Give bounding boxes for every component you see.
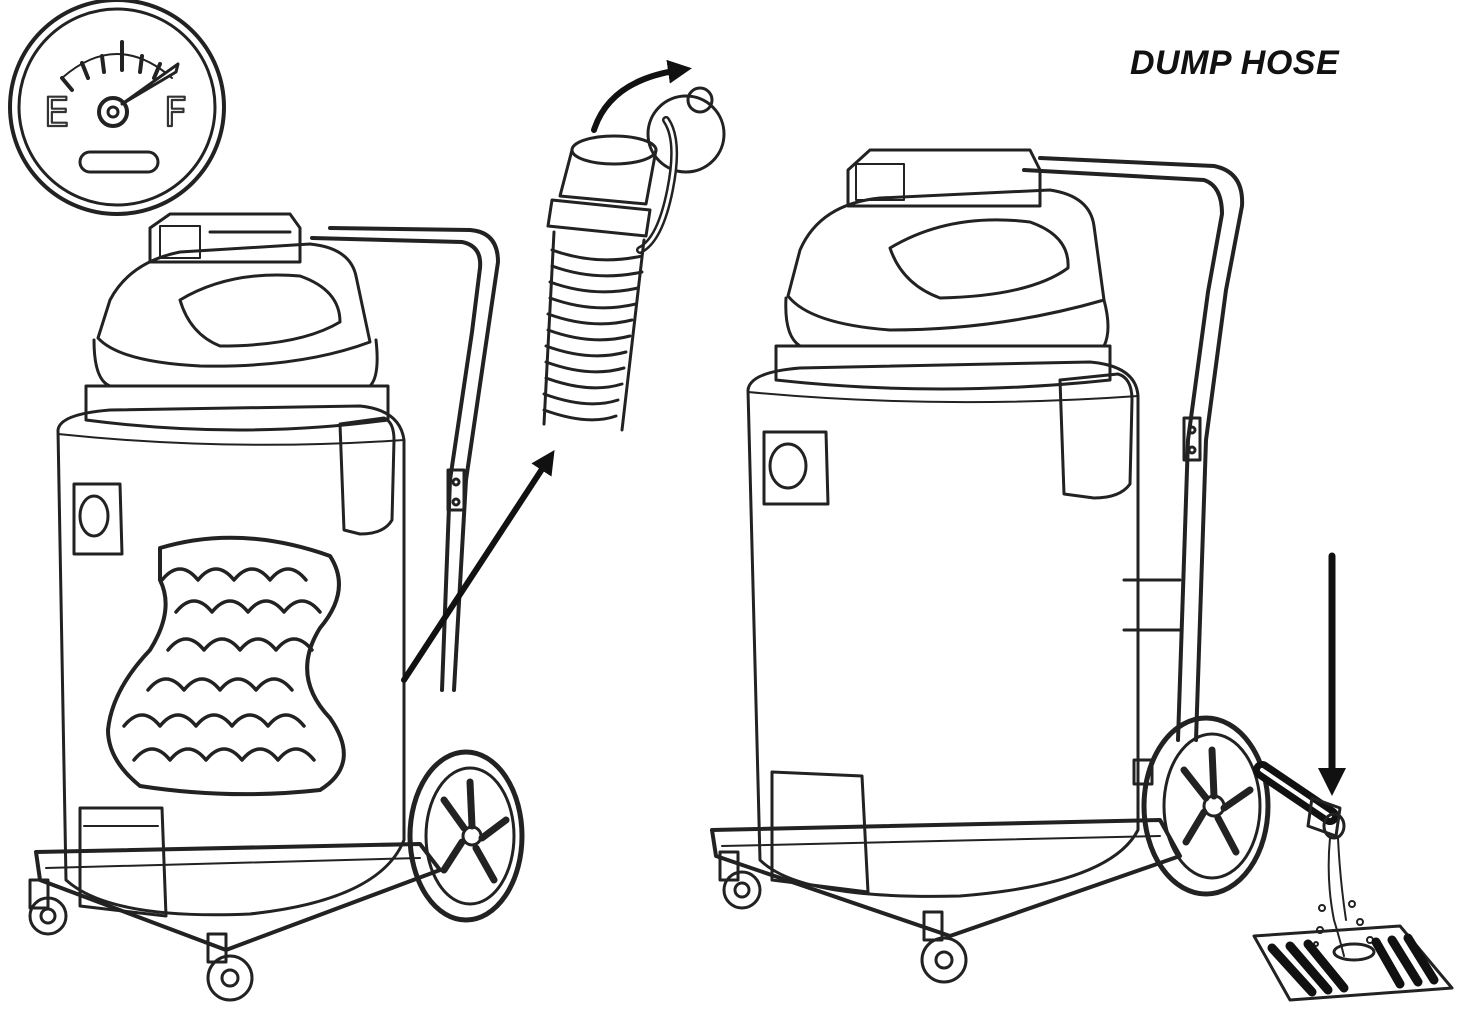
dump-hose-caption: DUMP HOSE xyxy=(1130,44,1340,82)
base-frame xyxy=(28,842,442,1002)
caster-wheel xyxy=(206,932,254,1002)
inlet-port xyxy=(72,482,124,556)
caster-wheel xyxy=(718,850,762,910)
base-frame xyxy=(710,818,1182,984)
motor-head xyxy=(774,148,1112,391)
caster-wheel xyxy=(920,910,968,984)
rear-wheel xyxy=(1141,715,1271,897)
handle-frame xyxy=(1022,156,1245,742)
handle-frame xyxy=(310,226,500,692)
rear-wheel xyxy=(407,749,525,923)
vacuum-full xyxy=(28,212,525,1002)
hose-cap-icon xyxy=(542,59,726,432)
rotate-arrow-icon xyxy=(591,59,692,133)
motor-head xyxy=(84,212,390,432)
fuel-gauge-icon: E F xyxy=(8,0,226,216)
water-waves-icon xyxy=(106,535,346,797)
floor-drain-icon xyxy=(1252,924,1454,1002)
inlet-port xyxy=(762,430,830,506)
direction-arrow xyxy=(401,449,555,683)
gauge-empty-label: E xyxy=(44,90,69,136)
caster-wheel xyxy=(28,878,68,936)
gauge-full-label: F xyxy=(164,90,187,136)
tank xyxy=(56,404,406,918)
water-stream xyxy=(1313,837,1374,957)
vacuum-draining xyxy=(710,148,1454,1002)
tank xyxy=(746,360,1140,898)
dump-hose xyxy=(1132,758,1346,840)
